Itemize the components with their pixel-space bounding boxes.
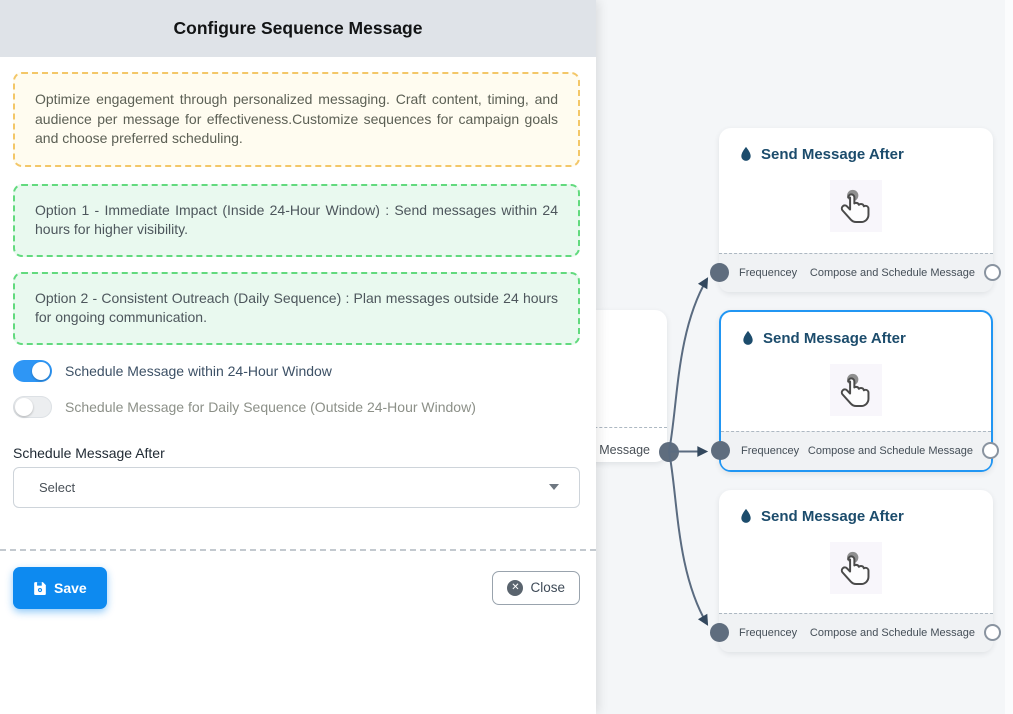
node-input-handle[interactable] <box>710 623 729 642</box>
node-footer-left-label: Frequencey <box>739 627 798 639</box>
dropdown-caret-icon <box>549 484 559 490</box>
toggle-row-24-hour: Schedule Message within 24-Hour Window <box>13 359 580 382</box>
source-output-handle[interactable] <box>659 442 679 462</box>
node-footer-right-label: Compose and Schedule Message <box>809 627 975 639</box>
toggle-daily-sequence[interactable] <box>13 395 52 418</box>
toggle-row-daily-sequence: Schedule Message for Daily Sequence (Out… <box>13 395 580 418</box>
source-node-footer-label: ce Message <box>582 443 650 457</box>
page-title: Configure Sequence Message <box>173 18 423 38</box>
tap-hand-icon[interactable] <box>830 364 882 416</box>
edge-to-node-1 <box>668 277 709 452</box>
node-footer: Frequencey Compose and Schedule Message <box>719 613 993 652</box>
node-title: Send Message After <box>763 330 906 347</box>
node-send-message-after-1[interactable]: Send Message After Frequencey Compose an… <box>710 128 1001 292</box>
panel-header: Configure Sequence Message <box>0 0 596 57</box>
node-send-message-after-3[interactable]: Send Message After Frequencey Compose an… <box>710 490 1001 652</box>
schedule-message-after-label: Schedule Message After <box>13 444 165 461</box>
node-input-handle[interactable] <box>710 263 729 282</box>
node-send-message-after-2[interactable]: Send Message After Frequencey Compose an… <box>711 310 999 472</box>
scrollbar-track[interactable] <box>1005 0 1013 714</box>
node-header: Send Message After <box>719 490 993 525</box>
close-button[interactable]: ✕ Close <box>492 570 580 605</box>
node-title: Send Message After <box>761 146 904 163</box>
tap-hand-icon[interactable] <box>830 180 882 232</box>
node-title: Send Message After <box>761 508 904 525</box>
option-2-box: Option 2 - Consistent Outreach (Daily Se… <box>13 271 580 345</box>
close-button-label: Close <box>530 580 565 595</box>
node-header: Send Message After <box>721 312 991 347</box>
node-footer-right-label: Compose and Schedule Message <box>809 267 975 279</box>
toggle-knob <box>32 361 50 380</box>
node-footer-right-label: Compose and Schedule Message <box>807 445 973 457</box>
configure-sequence-panel: Configure Sequence Message Optimize enga… <box>0 0 596 714</box>
node-output-handle[interactable] <box>982 442 999 459</box>
toggle-daily-sequence-label: Schedule Message for Daily Sequence (Out… <box>65 398 476 415</box>
save-button[interactable]: Save <box>13 566 107 609</box>
node-footer: Frequencey Compose and Schedule Message <box>719 253 993 292</box>
droplet-icon <box>741 508 751 523</box>
footer-divider <box>0 548 596 551</box>
toggle-24-hour-label: Schedule Message within 24-Hour Window <box>65 362 332 379</box>
toggle-24-hour-window[interactable] <box>13 359 52 382</box>
node-output-handle[interactable] <box>984 264 1001 281</box>
schedule-after-select[interactable]: Select <box>13 466 580 508</box>
droplet-icon <box>743 330 753 345</box>
option-1-box: Option 1 - Immediate Impact (Inside 24-H… <box>13 183 580 257</box>
select-value: Select <box>39 479 76 495</box>
close-icon: ✕ <box>507 579 524 596</box>
node-footer-left-label: Frequencey <box>739 267 798 279</box>
droplet-icon <box>741 146 751 161</box>
node-input-handle[interactable] <box>711 441 730 460</box>
tap-hand-icon[interactable] <box>830 542 882 594</box>
toggle-knob <box>15 397 33 416</box>
save-button-label: Save <box>54 579 87 596</box>
node-output-handle[interactable] <box>984 624 1001 641</box>
node-footer: Frequencey Compose and Schedule Message <box>721 431 991 470</box>
save-icon <box>34 581 46 595</box>
info-box: Optimize engagement through personalized… <box>13 72 580 167</box>
node-header: Send Message After <box>719 128 993 163</box>
node-footer-left-label: Frequencey <box>741 445 800 457</box>
edge-to-node-3 <box>668 451 709 626</box>
